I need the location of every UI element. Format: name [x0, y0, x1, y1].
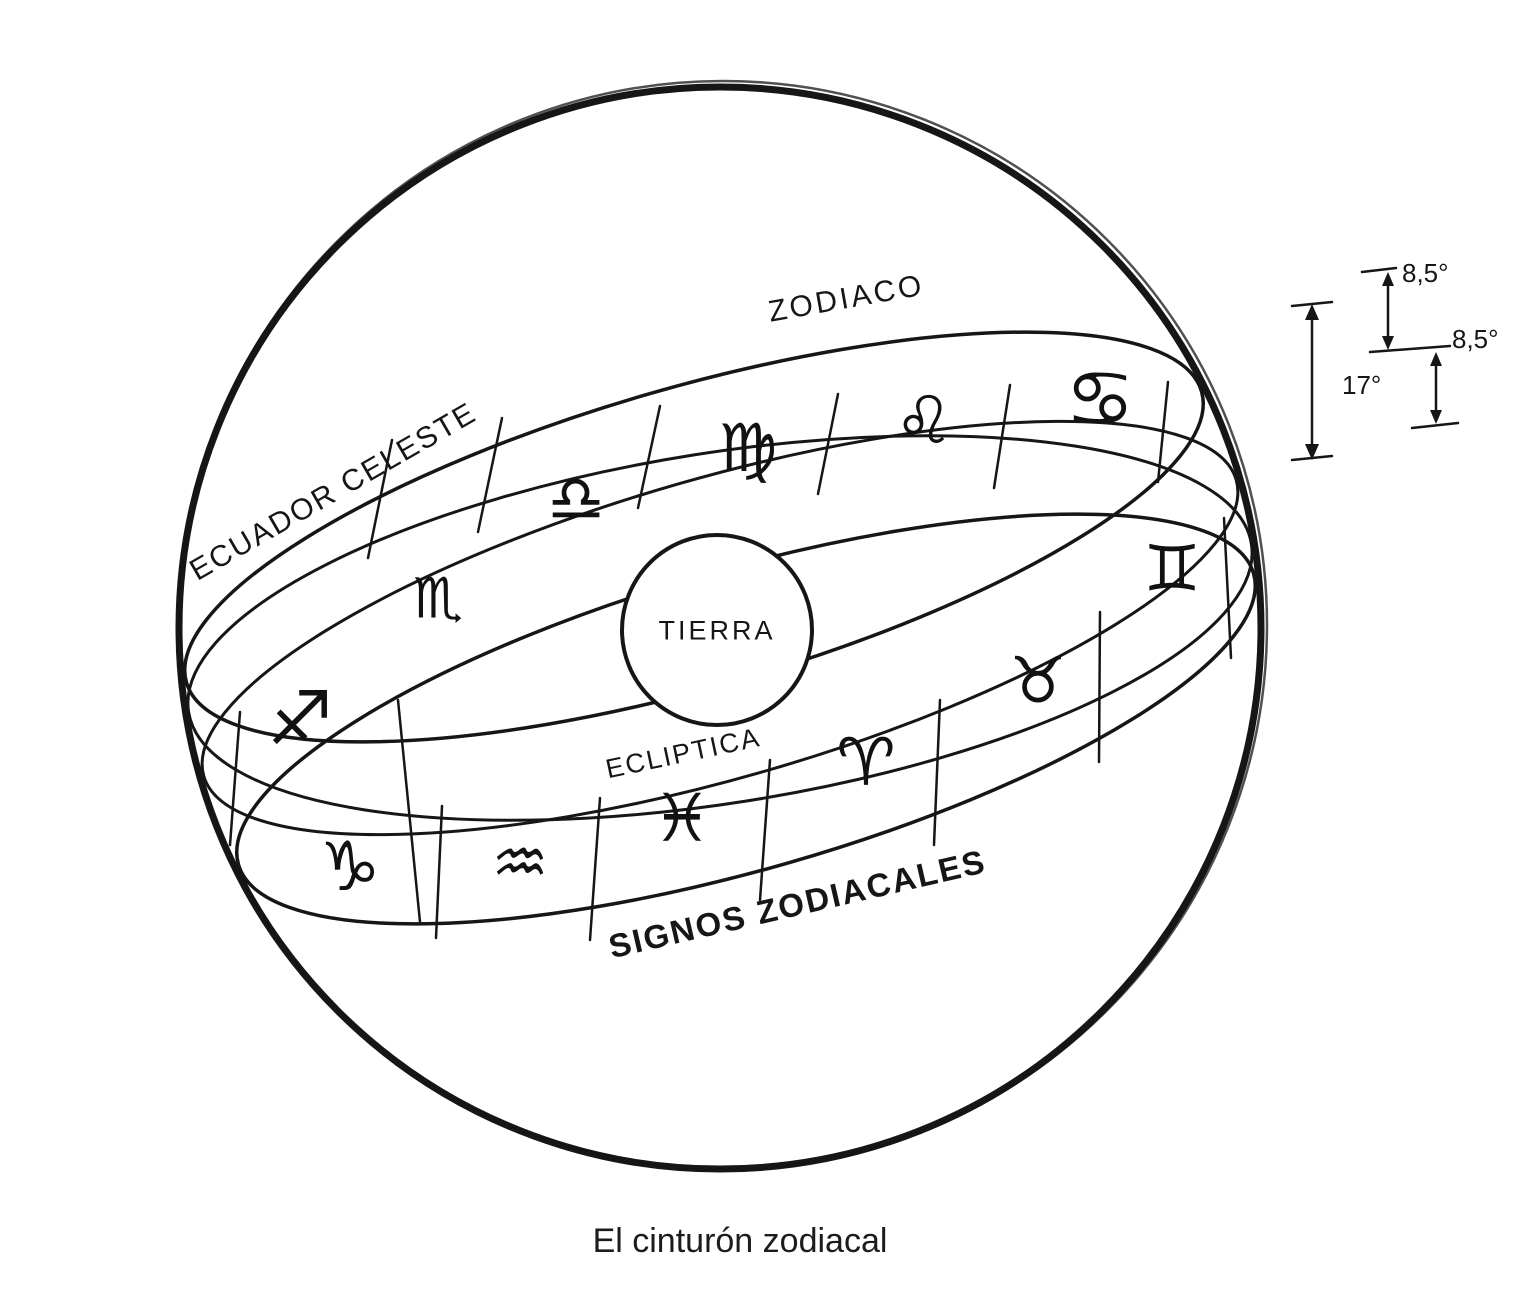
celestial-equator-label: ECUADOR CELESTE: [184, 396, 482, 587]
celestial-equator-line: [186, 434, 1254, 822]
earth-circle: [620, 533, 814, 727]
sign-scorpio-glyph: ♏: [413, 567, 463, 632]
sign-aries-glyph: ♈: [836, 724, 895, 801]
zodiac-cell-dividers: [228, 380, 1233, 942]
sign-capricorn-glyph: ♑: [320, 828, 381, 907]
sign-libra-glyph: ♎: [547, 462, 604, 536]
sign-leo-glyph: ♌: [894, 382, 953, 459]
sign-pisces-glyph: ♓: [652, 780, 711, 857]
sign-sagittarius-glyph: ♐: [267, 676, 333, 762]
sign-gemini-glyph: ♊: [1143, 532, 1200, 606]
figure-caption: El cinturón zodiacal: [593, 1222, 888, 1260]
angle-upper-label: 8,5°: [1402, 258, 1449, 288]
sign-taurus-glyph: ♉: [1009, 644, 1066, 718]
celestial-sphere-outline-sketch: [177, 79, 1269, 1171]
ecliptic-label: ECLIPTICA: [603, 722, 763, 784]
angle-lower-label: 8,5°: [1452, 324, 1499, 354]
zodiac-band-label: ZODIACO: [766, 269, 927, 329]
sign-virgo-glyph: ♍: [718, 410, 777, 487]
angle-scale: 17° 8,5° 8,5°: [1290, 258, 1499, 462]
ecliptic-line: [200, 419, 1240, 837]
angle-total-label: 17°: [1342, 370, 1381, 400]
earth-label: TIERRA: [658, 615, 775, 645]
sign-aquarius-glyph: ♒: [491, 826, 548, 900]
sign-cancer-glyph: ♋: [1065, 354, 1135, 444]
